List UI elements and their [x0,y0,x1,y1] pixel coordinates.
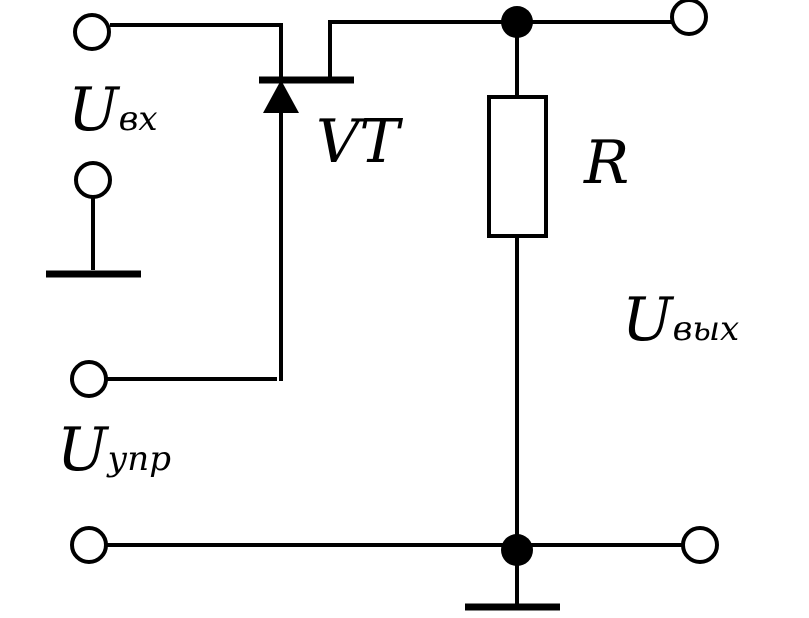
common-left-terminal [70,526,108,564]
output-bottom-terminal [681,526,719,564]
input-wire [110,23,283,80]
output-top-terminal [670,0,708,36]
top-junction-node [501,6,533,38]
bottom-junction-node [501,534,533,566]
resistor-label: R [584,128,630,198]
output-voltage-label: Uвых [622,285,740,355]
input-voltage-label: Uвх [68,75,158,145]
input-terminal [73,13,111,51]
thyristor-symbol [263,80,299,113]
control-voltage-label: Uупр [57,415,171,485]
thyristor-label: VT [316,107,400,177]
resistor-symbol [487,95,548,238]
output-top-wire [328,20,672,80]
control-terminal [70,360,108,398]
input-ground-terminal [74,161,112,199]
